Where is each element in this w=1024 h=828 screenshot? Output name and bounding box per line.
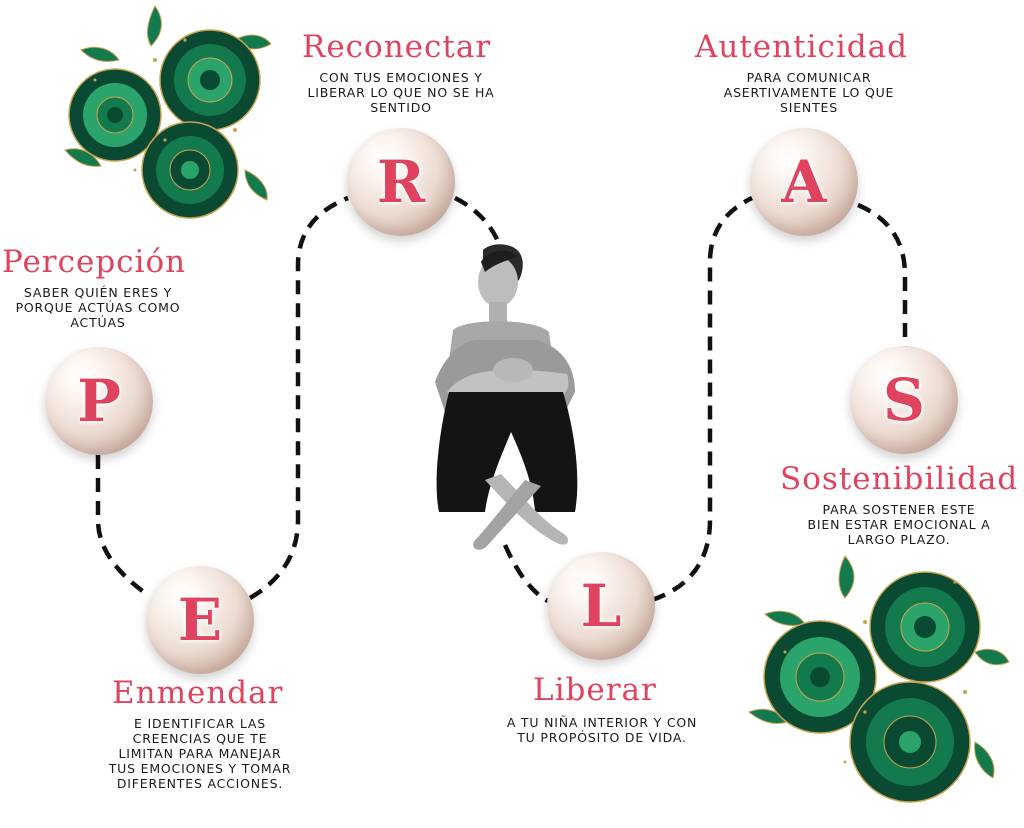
desc-line: diferentes acciones. bbox=[116, 776, 284, 791]
desc-line: tus emociones y tomar bbox=[108, 761, 292, 776]
desc-line: bien estar emocional a bbox=[807, 517, 991, 532]
pearl-letter: E bbox=[177, 586, 223, 654]
step-desc-autenticidad: para comunicar asertivamente lo que sien… bbox=[704, 70, 914, 115]
desc-line: actúas bbox=[70, 315, 126, 330]
pearl-letter: S bbox=[883, 366, 925, 434]
desc-line: porque actúas como bbox=[15, 300, 181, 315]
desc-line: asertivamente lo que bbox=[723, 85, 895, 100]
step-title-liberar: Liberar bbox=[533, 672, 657, 708]
step-desc-sostenibilidad: para sostener este bien estar emocional … bbox=[792, 502, 1006, 547]
pearl-a: A bbox=[750, 128, 858, 236]
step-desc-reconectar: con tus emociones y liberar lo que no se… bbox=[290, 70, 512, 115]
desc-line: con tus emociones y bbox=[319, 70, 483, 85]
pearl-letter: L bbox=[580, 572, 622, 640]
pearl-letter: R bbox=[376, 148, 426, 216]
pearl-letter: A bbox=[781, 148, 827, 216]
desc-line: e identificar las bbox=[134, 716, 266, 731]
rose-bouquet-icon bbox=[64, 5, 272, 219]
desc-line: a tu niña interior y con bbox=[506, 715, 698, 730]
woman-seated-figure bbox=[435, 244, 578, 550]
pearl-r: R bbox=[347, 128, 455, 236]
desc-line: sentido bbox=[370, 100, 432, 115]
desc-line: limitan para manejar bbox=[118, 746, 282, 761]
pearl-s: S bbox=[850, 346, 958, 454]
step-title-enmendar: Enmendar bbox=[112, 675, 284, 711]
desc-line: creencias que te bbox=[132, 731, 268, 746]
step-desc-percepcion: Saber quién eres y porque actúas como ac… bbox=[0, 285, 196, 330]
desc-line: Saber quién eres y bbox=[23, 285, 173, 300]
desc-line: sientes bbox=[780, 100, 838, 115]
pearl-p: P bbox=[45, 347, 153, 455]
step-title-sostenibilidad: Sostenibilidad bbox=[780, 461, 1019, 497]
desc-line: liberar lo que no se ha bbox=[307, 85, 495, 100]
desc-line: para comunicar bbox=[746, 70, 872, 85]
desc-line: tu propósito de vida. bbox=[517, 730, 687, 745]
step-title-autenticidad: Autenticidad bbox=[695, 29, 908, 65]
step-desc-enmendar: e identificar las creencias que te limit… bbox=[92, 716, 308, 791]
step-title-percepcion: Percepción bbox=[2, 244, 187, 280]
step-desc-liberar: a tu niña interior y con tu propósito de… bbox=[486, 715, 718, 745]
desc-line: para sostener este bbox=[822, 502, 976, 517]
rose-bouquet-icon bbox=[748, 555, 1010, 803]
pearl-e: E bbox=[146, 566, 254, 674]
pearl-letter: P bbox=[77, 367, 121, 435]
desc-line: largo plazo. bbox=[847, 532, 951, 547]
step-title-reconectar: Reconectar bbox=[302, 29, 492, 65]
pearl-l: L bbox=[547, 552, 655, 660]
